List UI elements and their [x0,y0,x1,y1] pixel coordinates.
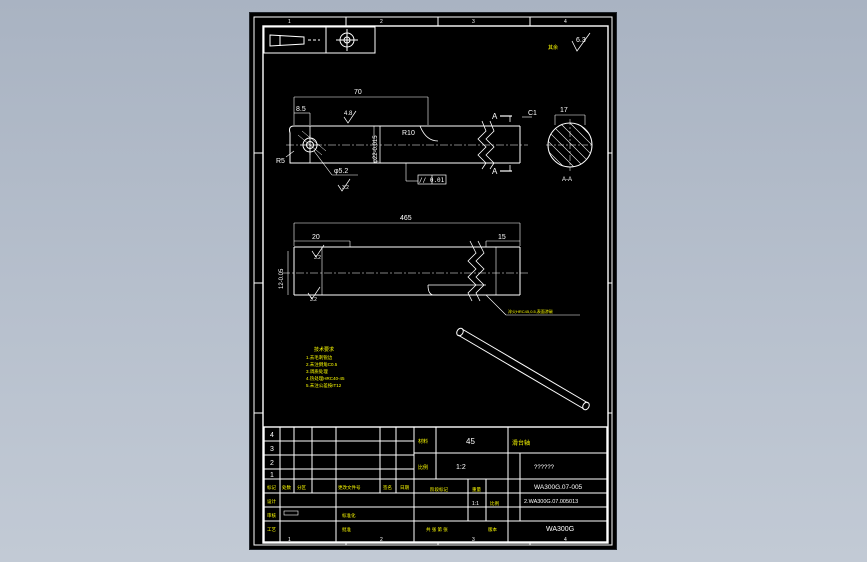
row-process: 工艺 [267,527,276,532]
dim-20: 20 [312,234,320,241]
hdr-zone: 分区 [297,484,306,491]
hdr-date: 日期 [400,485,409,491]
dim-70: 70 [354,89,362,96]
rev-row-4: 4 [270,432,274,439]
designer: ?????? [534,465,555,471]
scale-value: 1:2 [456,464,466,471]
tech-item-3: 3.调质处理 [306,368,328,375]
zone-top-2: 2 [380,19,383,25]
dim-r5: R5 [276,158,285,165]
hdr-count: 处数 [282,484,291,491]
material-label: 材料 [418,438,428,445]
dim-r10: R10 [402,130,415,137]
roughness-value: 6.3 [576,37,586,44]
zone-markers: 1 2 3 4 1 2 3 4 [254,17,612,545]
dim-hole: φ5.2 [334,168,348,175]
outer-frame [253,16,613,546]
section-label: A-A [562,177,572,183]
tolerance-frame: // 0.01 [419,177,445,184]
drawing-number-2: 2.WA300G.07.005013 [524,499,578,505]
stage-label: 阶段标记 [430,486,448,493]
dim-dia-22: φ22-0.015 [373,135,379,163]
row-review: 审核 [267,512,276,519]
note-right: 淬火HRC45,0.5,表面渗碳 [508,308,553,314]
zone-top-4: 4 [564,19,567,25]
section-a-bottom: A [492,167,498,176]
zone-top-1: 1 [288,19,291,25]
front-view [285,96,532,192]
hdr-mark: 标记 [267,484,276,491]
dim-4-8: 4.8 [344,111,353,117]
zone-bottom-4: 4 [564,537,567,543]
dim-8-5: 8.5 [296,106,306,113]
dim-side: 12-0.05 [279,268,285,289]
dim-c1: C1 [528,110,537,117]
tech-item-4: 4.热处理HRC40-45 [306,375,345,382]
tech-title: 技术要求 [314,346,334,353]
zone-bottom-2: 2 [380,537,383,543]
drawing-number: WA300G.07-005 [534,484,583,491]
title-block [263,426,608,543]
row-design: 设计 [267,498,276,505]
rev-row-3: 3 [270,446,274,453]
material-value: 45 [466,437,475,446]
hdr-sign: 签名 [383,484,392,491]
hdr-file: 更改文件号 [338,484,361,491]
dim-15: 15 [498,234,506,241]
rev-row-2: 2 [270,460,274,467]
inner-frame [262,25,609,544]
cad-drawing: 1 2 3 4 1 2 3 4 其余 6.3 [253,16,613,546]
version-label: 版本 [488,526,497,533]
front-view-dims: 70 8.5 4.8 φ22-0.015 R10 R5 φ5.2 3.2 A A… [276,89,537,191]
tech-requirements: 技术要求 1.去毛刺锐边 2.未注倒角C0.5 3.调质处理 4.热处理HRC4… [306,346,345,389]
row-standard: 标准化 [342,512,356,519]
row-approve: 批准 [342,526,351,533]
ratio-value: 1:1 [472,501,479,507]
tech-item-1: 1.去毛刺锐边 [306,354,333,361]
roughness-note-label: 其余 [548,44,558,51]
section-a-top: A [492,112,498,121]
dim-465: 465 [400,215,412,222]
zone-top-3: 3 [472,19,475,25]
ratio-label: 比例 [490,500,499,507]
zone-bottom-3: 3 [472,537,475,543]
section-view [546,114,594,171]
dim-hole-ra: 3.2 [342,185,349,191]
projection-symbol [263,26,376,54]
top-view-dims: 465 20 15 3.2 3.2 12-0.05 淬火HRC45,0.5,表面… [279,215,553,314]
zone-bottom-1: 1 [288,537,291,543]
section-width: 17 [560,107,568,114]
ra-top: 3.2 [314,255,321,261]
ra-left: 3.2 [310,297,317,303]
top-view [282,222,580,316]
part-name: 滑台轴 [512,439,530,447]
rev-row-1: 1 [270,472,274,479]
weight-label: 重量 [472,486,481,493]
tech-item-2: 2.未注倒角C0.5 [306,361,338,368]
tech-item-5: 5.未注公差按IT12 [306,382,342,389]
product-code: WA300G [546,526,574,533]
scale-label: 比例 [418,464,428,471]
drawing-sheet: 1 2 3 4 1 2 3 4 其余 6.3 [249,12,617,550]
sheet-label: 共 张 第 张 [426,526,448,533]
title-block-text: 4 3 2 1 标记 处数 分区 更改文件号 签名 日期 设计 审核 工艺 标准… [267,432,583,533]
isometric-shaft [456,327,590,411]
roughness-note: 其余 6.3 [548,32,591,52]
